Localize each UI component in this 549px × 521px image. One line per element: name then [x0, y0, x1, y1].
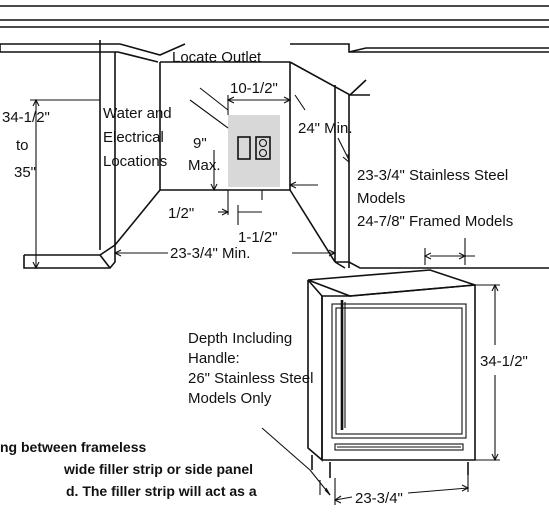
note-line-2: wide filler strip or side panel [63, 461, 253, 477]
label-max: Max. [188, 157, 221, 174]
countertop [0, 5, 549, 28]
label-height-range-3: 35" [14, 164, 36, 181]
outlet-socket-bottom [258, 148, 268, 158]
outlet-shading [228, 115, 280, 187]
label-twenty-four-min: 24" Min. [298, 120, 353, 137]
outlet-box-right [255, 136, 271, 160]
label-depth-2: Handle: [188, 350, 240, 367]
label-nine-inch: 9" [193, 135, 207, 152]
label-height-range-2: to [16, 137, 29, 154]
outlet-socket-top [258, 138, 268, 148]
label-locate-outlet: Locate Outlet [172, 49, 262, 66]
label-framed-width: 24-7/8" Framed Models [357, 213, 513, 230]
note-line-3: d. The filler strip will act as a [66, 483, 257, 499]
appliance-dimensions [261, 283, 500, 505]
outlet-area [228, 115, 280, 187]
label-stainless-width-2: Models [357, 190, 405, 207]
label-opening-width-top: 10-1/2" [230, 80, 278, 97]
label-height-range-1: 34-1/2" [2, 109, 50, 126]
appliance-unit [307, 269, 476, 478]
label-half-inch: 1/2" [168, 205, 194, 222]
label-unit-width: 23-3/4" [355, 490, 403, 507]
note-line-1: ng between frameless [0, 439, 146, 455]
label-depth-4: Models Only [188, 390, 272, 407]
label-width-min: 23-3/4" Min. [170, 245, 250, 262]
label-depth-1: Depth Including [188, 330, 292, 347]
outlet-box-left [237, 136, 251, 160]
cabinet-opening [0, 40, 549, 269]
dimension-lines [30, 87, 475, 270]
label-one-half-inch: 1-1/2" [238, 229, 278, 246]
label-depth-3: 26" Stainless Steel [188, 370, 313, 387]
label-unit-height: 34-1/2" [480, 353, 528, 370]
label-water-electrical-1: Water and [103, 105, 172, 122]
label-water-electrical-2: Electrical [103, 129, 164, 146]
installation-note: ng between frameless wide filler strip o… [0, 439, 257, 499]
label-water-electrical-3: Locations [103, 153, 167, 170]
labels: Locate Outlet 10-1/2" Water and Electric… [2, 49, 528, 507]
label-stainless-width-1: 23-3/4" Stainless Steel [357, 167, 508, 184]
